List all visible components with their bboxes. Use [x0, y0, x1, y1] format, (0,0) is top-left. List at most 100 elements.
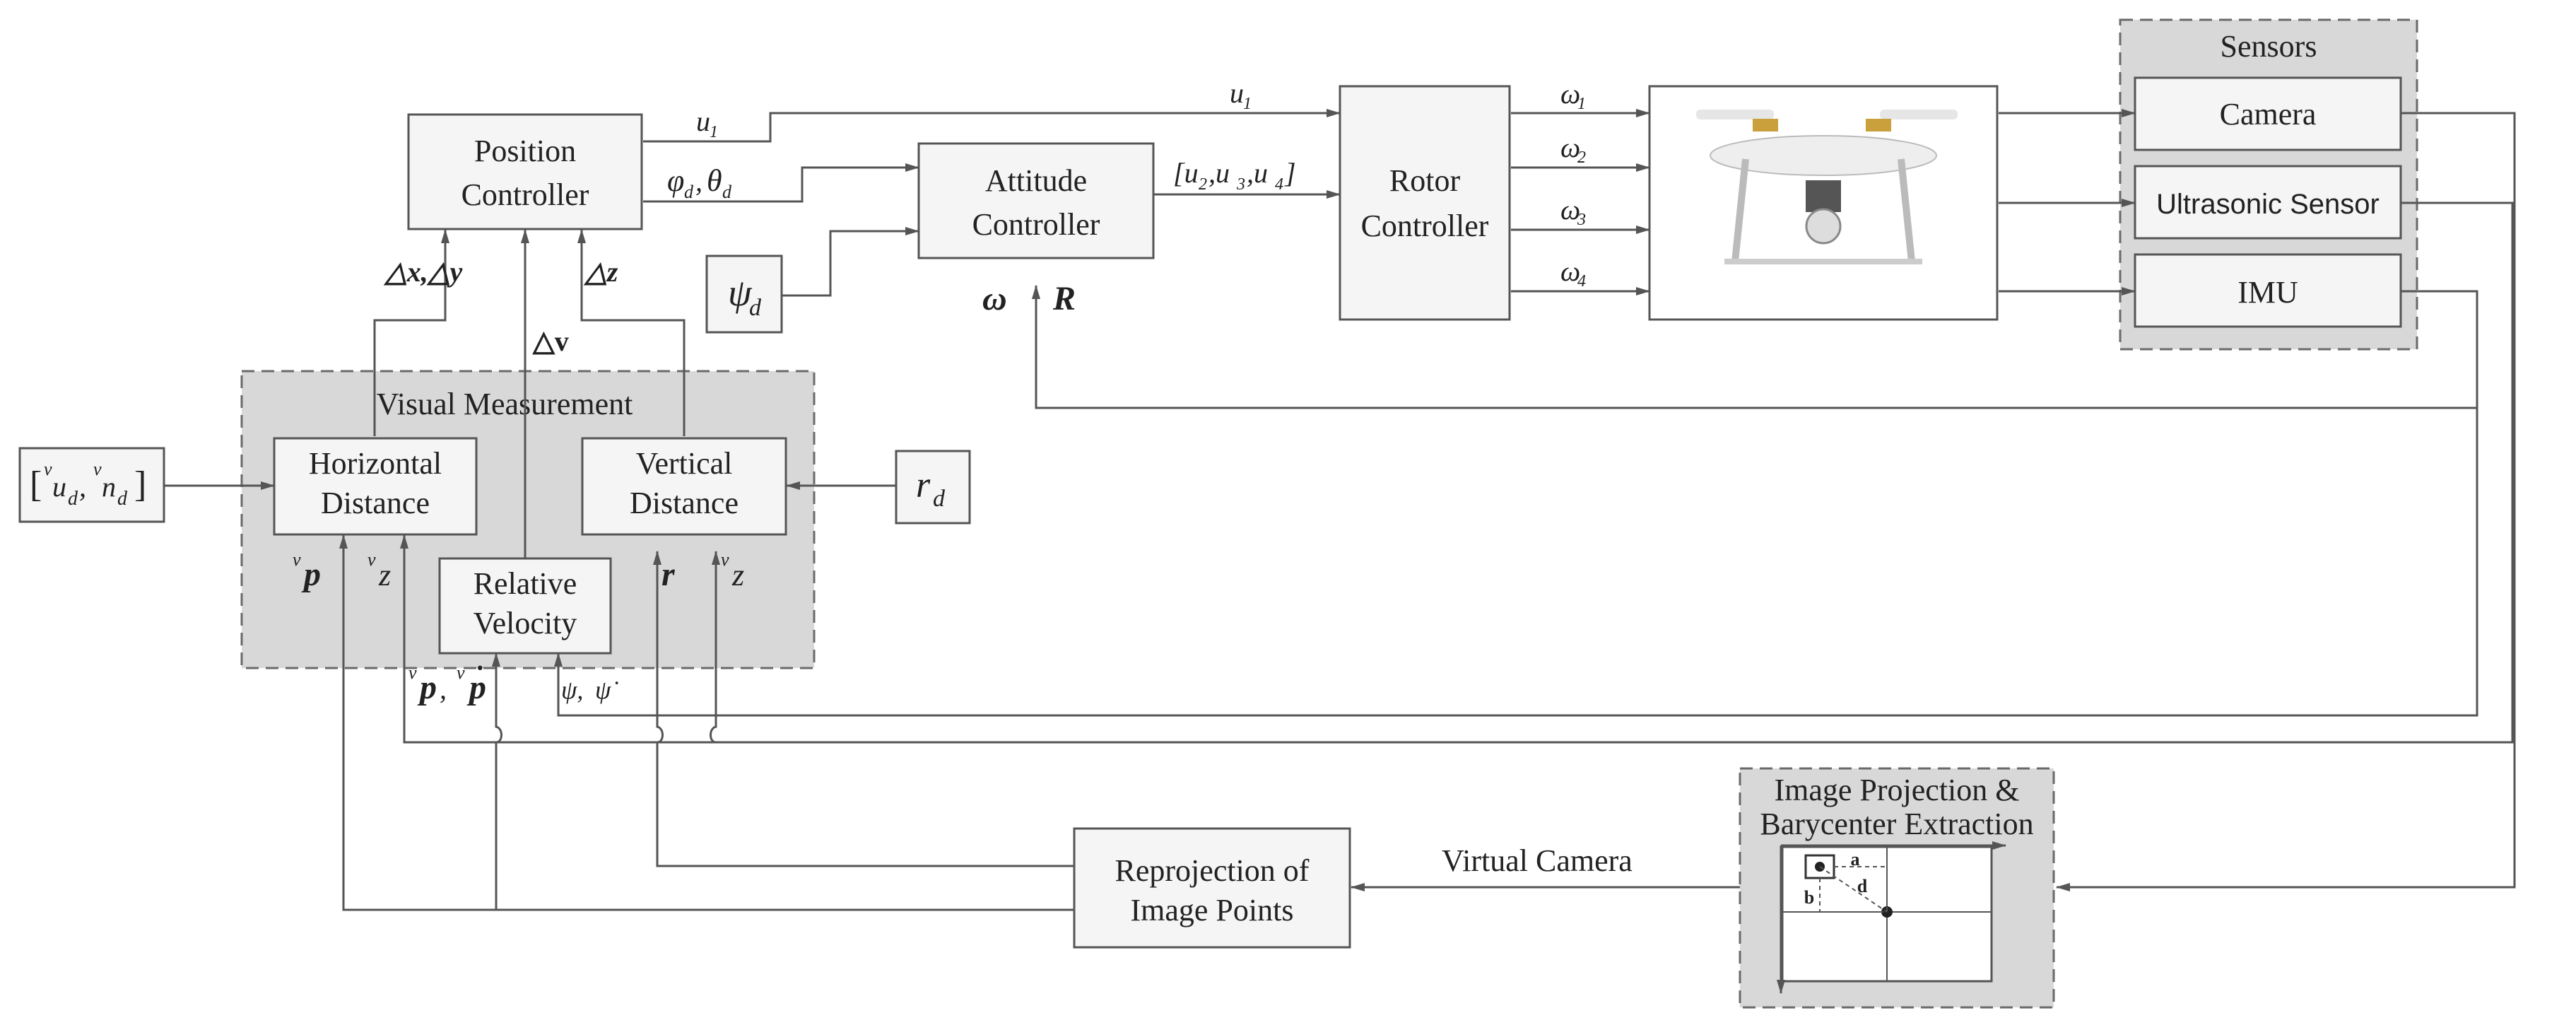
- attitude-controller-label-1: Attitude: [985, 163, 1087, 198]
- reference-input-sup2: v: [93, 459, 102, 479]
- rotor-controller-label-2: Controller: [1361, 209, 1489, 243]
- theta-sub: d: [722, 182, 732, 202]
- horizontal-distance-label-1: Horizontal: [309, 446, 442, 481]
- r-label: r: [661, 556, 676, 593]
- reference-input-bracket: [: [30, 464, 42, 505]
- u4-sub: 4: [1275, 175, 1283, 194]
- omega1-label: ω: [1560, 78, 1580, 110]
- theta-label: θ: [707, 163, 722, 198]
- u234-open: [u: [1173, 157, 1199, 189]
- vz-left-sup: v: [367, 549, 376, 570]
- psi-d-block: ψ d: [705, 254, 783, 334]
- omega1-sub: 1: [1577, 95, 1586, 113]
- rotor-controller-label-1: Rotor: [1389, 163, 1461, 198]
- psi-d-symbol: ψ: [728, 271, 753, 314]
- reference-input-close: ]: [134, 464, 146, 505]
- psi-d-subscript: d: [749, 295, 762, 321]
- u1-left-sub: 1: [710, 123, 718, 141]
- omega3-label: ω: [1560, 194, 1580, 226]
- image-label-a: a: [1851, 849, 1860, 870]
- vp-sup: v: [293, 549, 301, 570]
- psi-dot: ψ̇: [595, 676, 618, 704]
- signal-labels: u 1 u 1 φ d , θ d [u 2 ,u 3 ,u 4 ] ω 1 ω…: [293, 77, 1633, 878]
- u234-close: ]: [1284, 157, 1296, 189]
- phi-sub: d: [684, 182, 694, 202]
- drone-image: [1648, 85, 1999, 321]
- u4-text: ,u: [1247, 157, 1268, 189]
- vp-dot-p1: p: [417, 669, 437, 706]
- reprojection-block: Reprojection of Image Points: [1073, 827, 1351, 949]
- u2-sub: 2: [1199, 175, 1207, 194]
- rotation-r-label: R: [1052, 280, 1076, 317]
- reference-input-u-sub: d: [68, 488, 78, 510]
- reference-input-n: n: [102, 471, 116, 503]
- vz-right-sup: v: [721, 549, 729, 570]
- u1-label-right: u: [1230, 77, 1244, 109]
- reference-input-n-sub: d: [117, 488, 128, 510]
- vp-dot-dot: ·: [476, 652, 483, 684]
- vp-dot-comma: ,: [440, 673, 447, 705]
- image-label-d: d: [1857, 876, 1868, 896]
- attitude-controller-block: Attitude Controller: [917, 142, 1155, 259]
- rd-symbol: r: [916, 465, 931, 505]
- relative-velocity-label-2: Velocity: [474, 606, 577, 640]
- position-controller-label-2: Controller: [461, 177, 589, 212]
- position-controller-block: Position Controller: [407, 113, 643, 230]
- virtual-camera-label: Virtual Camera: [1442, 843, 1633, 878]
- imu-block: IMU: [2134, 253, 2402, 328]
- quadcopter-drone-photo-icon: [1696, 110, 1958, 264]
- vp-dot-label: p: [466, 669, 486, 706]
- camera-label: Camera: [2220, 97, 2317, 131]
- dv-label: △v: [532, 325, 569, 357]
- vp-dot-sup2: v: [457, 662, 465, 683]
- sensors-group-title: Sensors: [2221, 29, 2317, 64]
- reference-input-sup1: v: [44, 459, 52, 479]
- signal-wires: [164, 109, 2516, 911]
- phi-label: φ: [667, 163, 684, 198]
- reprojection-label-2: Image Points: [1131, 893, 1294, 927]
- vertical-distance-label-2: Distance: [630, 486, 739, 520]
- vertical-distance-block: Vertical Distance: [581, 437, 787, 536]
- dz-label: △z: [583, 256, 618, 288]
- rotor-controller-block: Rotor Controller: [1339, 85, 1511, 321]
- omega2-label: ω: [1560, 131, 1580, 163]
- horizontal-distance-label-2: Distance: [321, 486, 430, 520]
- dx-dy-label: △x,△y: [383, 256, 463, 288]
- imu-label: IMU: [2237, 275, 2298, 310]
- reference-input-comma: ,: [79, 471, 86, 503]
- attitude-controller-label-2: Controller: [972, 207, 1100, 242]
- vz-left-label: z: [378, 558, 391, 592]
- u1-right-sub: 1: [1243, 95, 1252, 113]
- position-controller-label-1: Position: [474, 134, 576, 168]
- image-label-b: b: [1804, 887, 1814, 908]
- omega-bold-label: ω: [982, 280, 1007, 317]
- rd-subscript: d: [933, 486, 946, 512]
- horizontal-distance-block: Horizontal Distance: [273, 437, 478, 536]
- omega3-sub: 3: [1577, 211, 1586, 229]
- image-plane-diagram: a b d: [1777, 841, 2006, 994]
- camera-block: Camera: [2134, 76, 2402, 151]
- vz-right-label: z: [731, 558, 744, 592]
- reprojection-label-1: Reprojection of: [1115, 853, 1310, 888]
- relative-velocity-block: Relative Velocity: [438, 557, 612, 655]
- psi-psidot-label: ψ,: [561, 676, 583, 704]
- relative-velocity-label-1: Relative: [474, 566, 577, 601]
- phi-theta-comma: ,: [695, 165, 702, 197]
- reference-input-u: u: [52, 471, 66, 503]
- reference-input-block: [ v u d , v n d ]: [18, 447, 165, 523]
- u1-label-left: u: [696, 105, 710, 137]
- image-projection-title-2: Barycenter Extraction: [1760, 807, 2033, 841]
- ultrasonic-sensor-block: Ultrasonic Sensor: [2134, 165, 2402, 240]
- u3-text: ,u: [1208, 157, 1230, 189]
- omega4-sub: 4: [1577, 272, 1586, 291]
- visual-measurement-title: Visual Measurement: [377, 387, 633, 421]
- image-projection-title-1: Image Projection &: [1774, 773, 2019, 807]
- vertical-distance-label-1: Vertical: [636, 446, 733, 481]
- omega4-label: ω: [1560, 255, 1580, 287]
- vp-label: p: [301, 556, 321, 593]
- vp-dot-sup1: v: [408, 662, 417, 683]
- u3-sub: 3: [1236, 175, 1245, 194]
- omega2-sub: 2: [1577, 148, 1586, 167]
- rd-block: r d: [895, 450, 971, 525]
